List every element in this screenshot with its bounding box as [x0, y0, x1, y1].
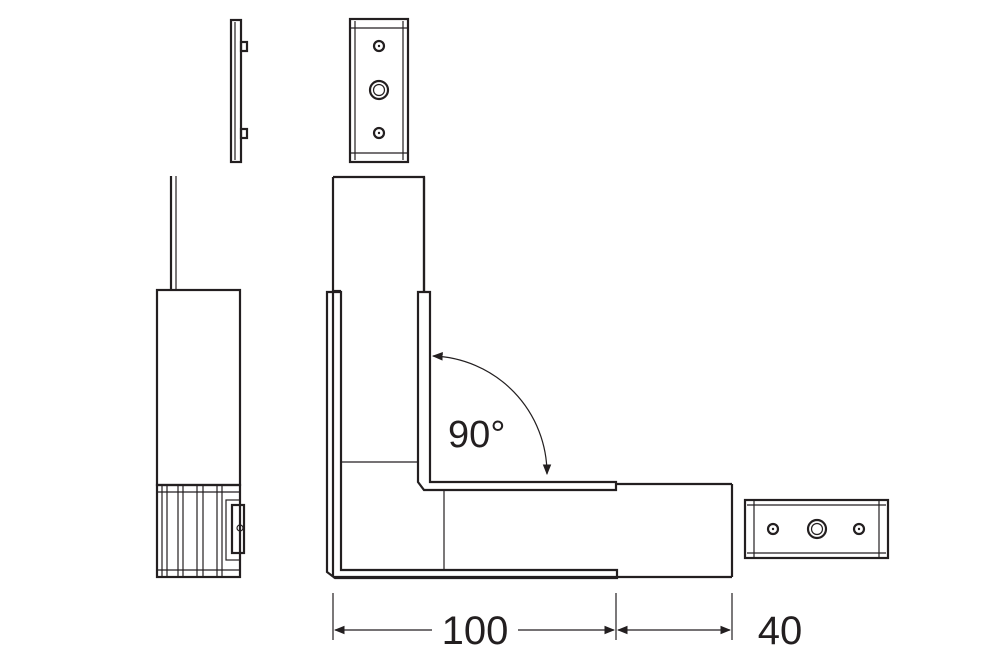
- side-elevation-view: [155, 176, 246, 579]
- connector-side-view: [229, 18, 249, 164]
- connector-plate-top-view: [348, 17, 410, 164]
- l-connector-main: [325, 175, 734, 580]
- dimension-label-40: 40: [758, 609, 803, 653]
- connector-plate-side-view: [743, 498, 890, 560]
- dimension-label-100: 100: [442, 609, 509, 653]
- dimension-lines: [332, 593, 733, 640]
- angle-label: 90°: [448, 414, 505, 456]
